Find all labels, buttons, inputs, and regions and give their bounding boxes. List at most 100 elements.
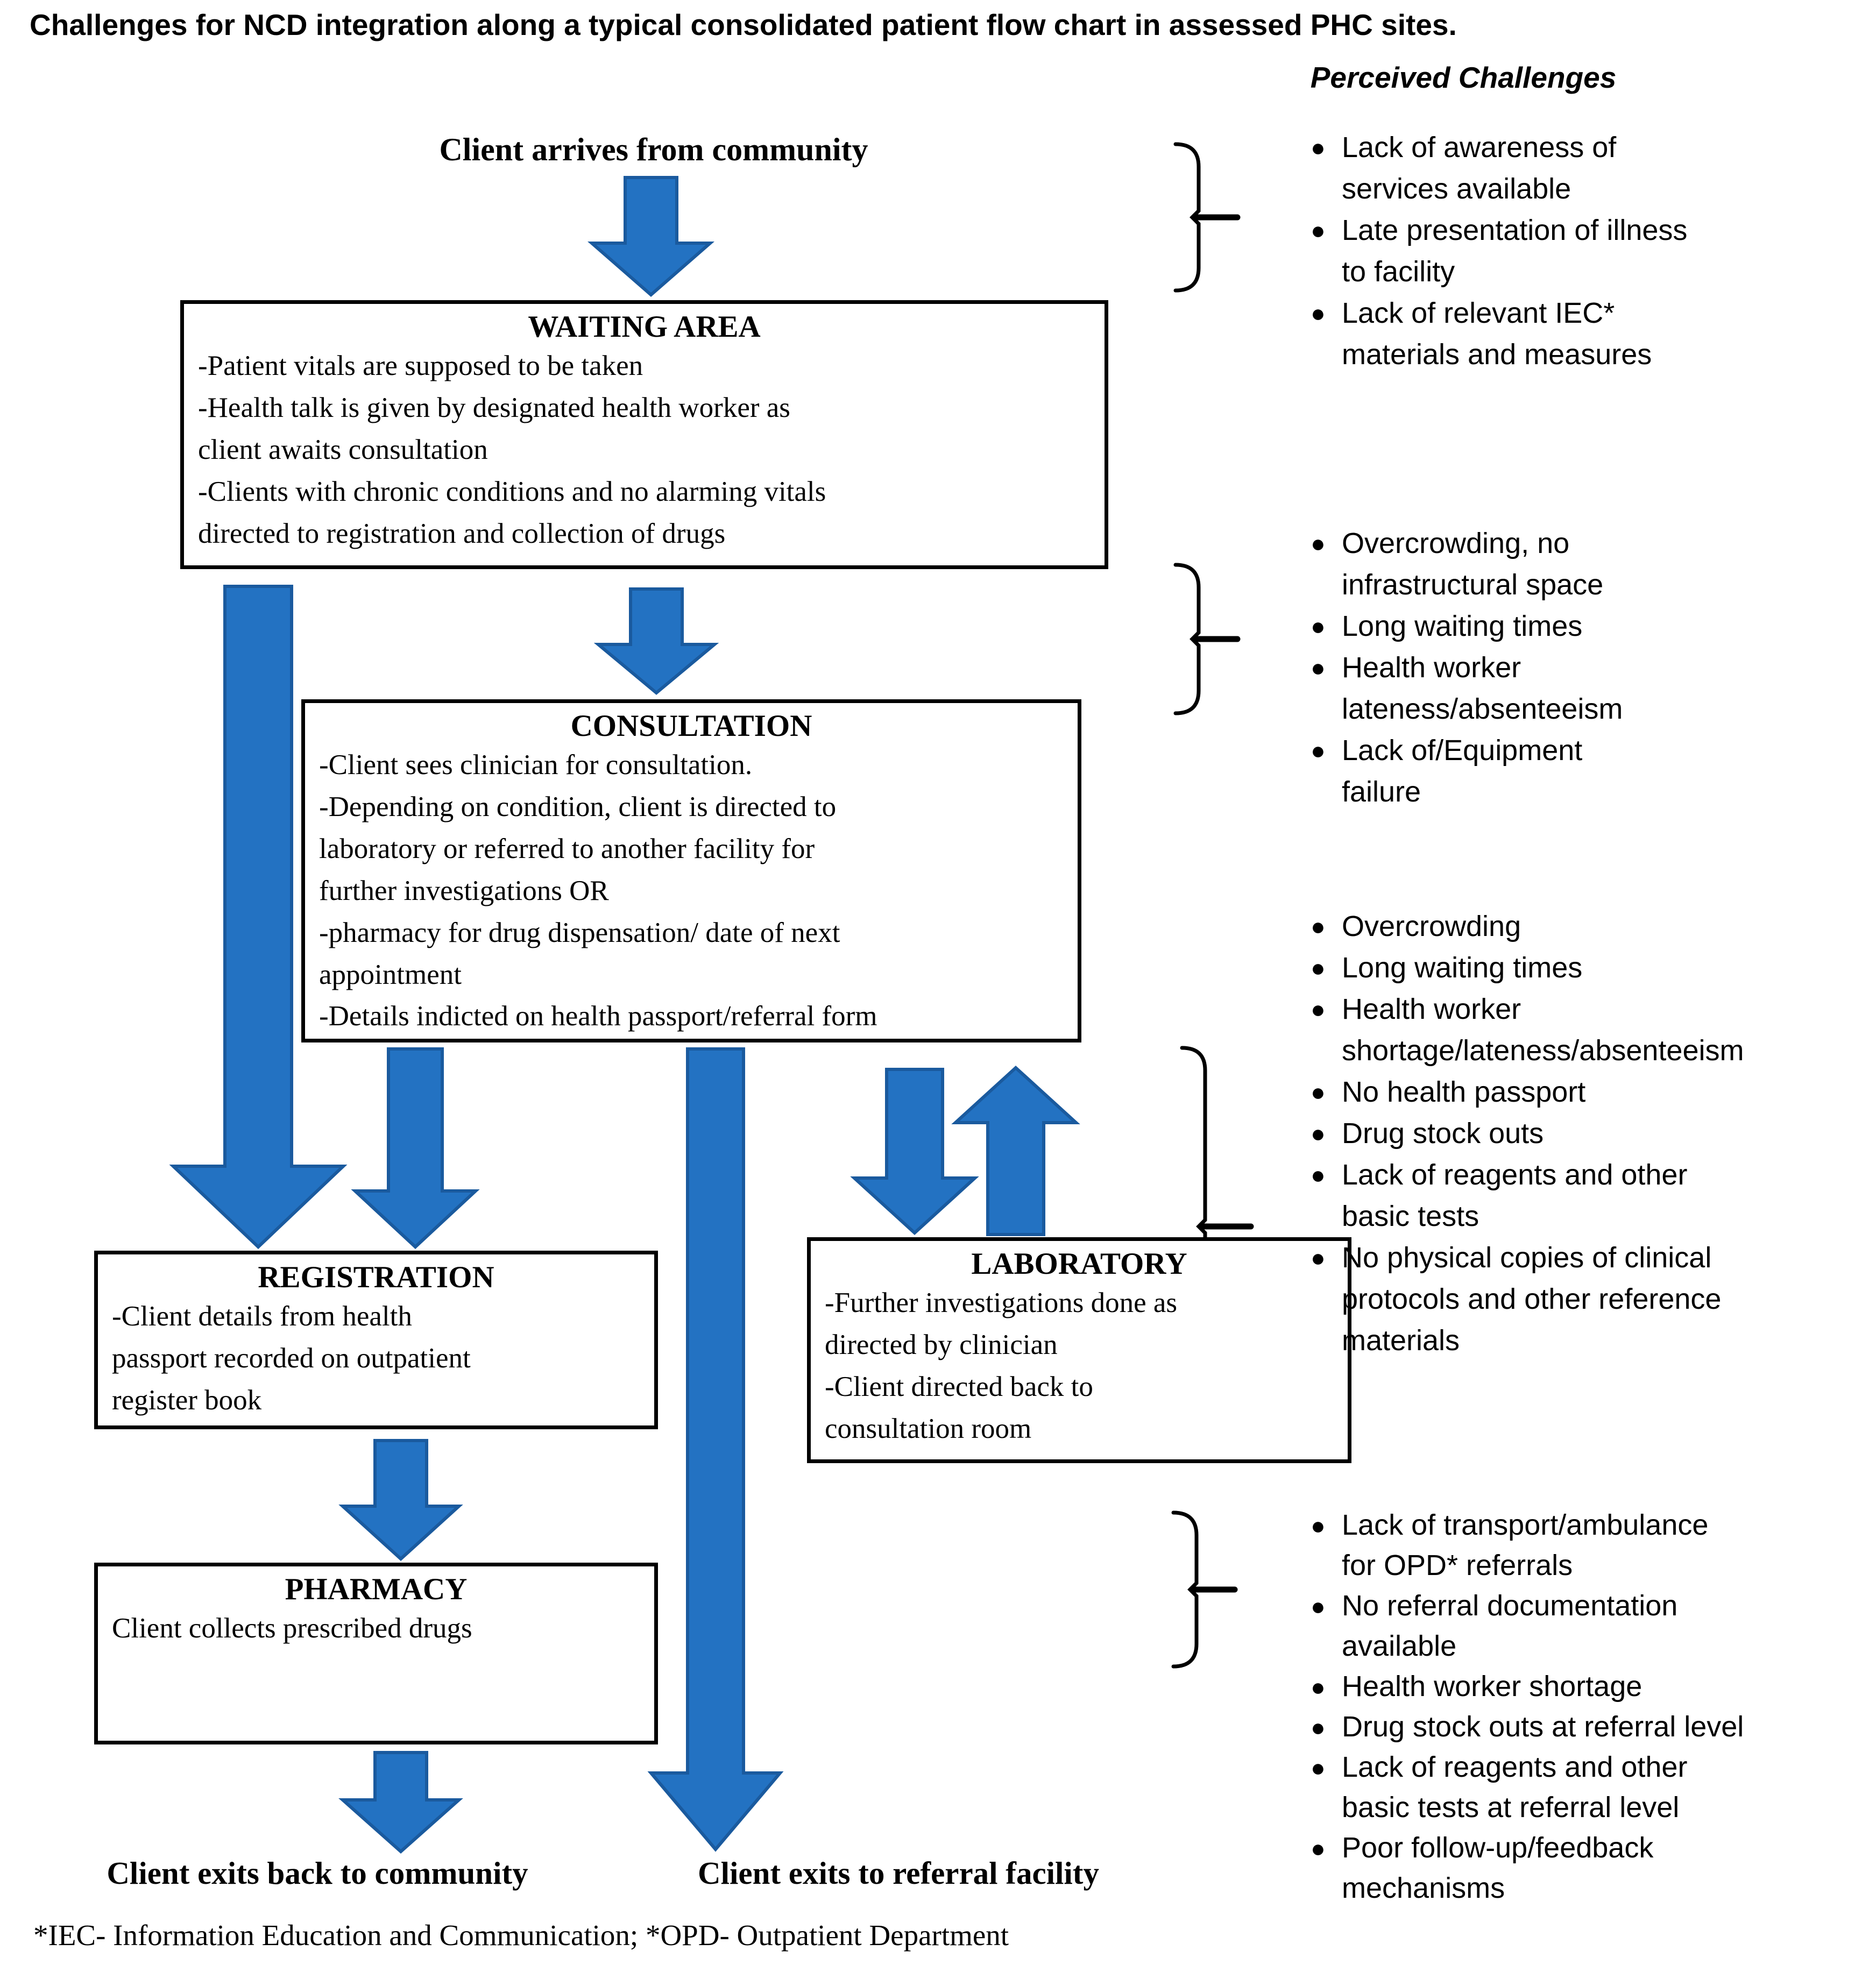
perceived-challenges-heading: Perceived Challenges [1310,61,1617,94]
box-body: -Client details from health passport reco… [98,1295,654,1422]
challenge-line: available [1342,1630,1457,1662]
box-title: REGISTRATION [258,1260,494,1294]
challenge-line: Lack of reagents and other [1342,1159,1688,1191]
box-text-line: -Patient vitals are supposed to be taken [198,350,643,381]
challenge-item: ● Drug stock outs [1307,1113,1861,1154]
challenge-line: basic tests [1342,1200,1479,1232]
exit-referral-label: Client exits to referral facility [698,1855,1099,1891]
arrow-waiting-to-registration [169,585,348,1250]
challenge-line: Overcrowding, no [1342,527,1570,559]
challenge-line: materials and measures [1342,338,1652,371]
box-text-line: -Health talk is given by designated heal… [198,392,790,423]
challenge-line: Poor follow-up/feedback [1342,1832,1654,1864]
box-text-line: further investigations OR [319,875,609,906]
box-text-line: passport recorded on outpatient [112,1342,471,1374]
consultation-box: CONSULTATION -Client sees clinician for … [301,699,1081,1042]
challenge-item: ● Lack of transport/ambulance for OPD* ref… [1307,1505,1861,1586]
arrow-waiting-to-consultation [593,587,719,695]
challenge-line: basic tests at referral level [1342,1791,1680,1824]
challenge-line: mechanisms [1342,1872,1505,1904]
bullet-icon: ● [1311,133,1326,161]
bullet-icon: ● [1311,1161,1326,1189]
challenge-line: lateness/absenteeism [1342,693,1623,725]
challenge-line: protocols and other reference [1342,1283,1722,1315]
exit-community-label: Client exits back to community [107,1855,528,1891]
challenge-item: ● Lack of awareness of services available [1307,127,1861,210]
box-text-line: register book [112,1384,262,1416]
bullet-icon: ● [1311,612,1326,640]
box-body: -Patient vitals are supposed to be taken… [184,344,1105,555]
box-body: -Client sees clinician for consultation.… [305,743,1078,1038]
challenge-line: Lack of/Equipment [1342,734,1583,767]
box-text-line: -Client sees clinician for consultation. [319,749,753,781]
challenge-line: Lack of reagents and other [1342,1751,1688,1783]
challenge-line: services available [1342,173,1571,205]
arrow-consultation-to-laboratory [850,1068,979,1236]
challenge-line: Lack of transport/ambulance [1342,1509,1709,1541]
challenge-line: Late presentation of illness [1342,214,1688,246]
challenge-line: to facility [1342,256,1455,288]
challenge-item: ● Health worker shortage/lateness/absentee… [1307,989,1861,1072]
challenge-line: Drug stock outs at referral level [1342,1711,1744,1743]
challenge-item: ●Lack of relevant IEC*materials and meas… [1307,293,1861,375]
waiting-area-box: WAITING AREA -Patient vitals are suppose… [180,300,1108,569]
challenge-item: ●No health passport [1307,1072,1861,1113]
box-text-line: -Client details from health [112,1301,412,1332]
challenge-item: ●Long waiting times [1307,606,1861,647]
flow-entry-label: Client arrives from community [439,132,868,167]
bullet-icon: ● [1311,654,1326,682]
challenge-line: Drug stock outs [1342,1117,1544,1150]
challenge-item: ● Health worker lateness/absenteeism [1307,647,1861,730]
bullet-icon: ● [1311,912,1326,940]
bullet-icon: ● [1311,1673,1326,1701]
box-text-line: client awaits consultation [198,434,488,465]
bullet-icon: ● [1311,954,1326,982]
challenge-item: ●Health worker shortage [1307,1666,1861,1707]
box-text-line: -Depending on condition, client is direc… [319,791,837,822]
bullet-icon: ● [1311,736,1326,764]
box-text-line: -pharmacy for drug dispensation/ date of… [319,917,840,948]
laboratory-box: LABORATORY -Further investigations done … [807,1237,1351,1463]
bracket-arrival-challenges [1173,142,1201,293]
challenge-line: Health worker [1342,651,1521,684]
challenge-line: materials [1342,1324,1460,1357]
bullet-icon: ● [1311,1512,1326,1540]
challenge-line: Lack of relevant IEC* [1342,297,1615,329]
bullet-icon: ● [1311,1119,1326,1147]
challenge-line: infrastructural space [1342,569,1604,601]
arrow-pharmacy-to-community-exit [338,1751,463,1854]
registration-box: REGISTRATION -Client details from health… [94,1251,658,1429]
challenge-line: failure [1342,776,1421,808]
box-text-line: -Clients with chronic conditions and no … [198,476,826,507]
challenge-item: ●Long waiting times [1307,947,1861,989]
challenge-item: ● Overcrowding, no infrastructural space [1307,523,1861,606]
box-text-line: directed by clinician [825,1329,1058,1360]
bullet-icon: ● [1311,1834,1326,1862]
box-title: PHARMACY [285,1572,468,1606]
bullet-icon: ● [1311,1592,1326,1620]
challenge-line: for OPD* referrals [1342,1549,1573,1581]
box-text-line: laboratory or referred to another facili… [319,833,815,864]
challenge-line: No physical copies of clinical [1342,1242,1712,1274]
challenge-line: Lack of awareness of [1342,131,1617,164]
footnote: *IEC- Information Education and Communic… [33,1919,1009,1952]
bullet-icon: ● [1311,529,1326,557]
challenge-line: Health worker [1342,993,1521,1025]
bullet-icon: ● [1311,216,1326,244]
challenge-item: ● Poor follow-up/feedback mechanisms [1307,1828,1861,1909]
bracket-referral-challenges [1171,1510,1199,1669]
challenge-line: shortage/lateness/absenteeism [1342,1034,1744,1067]
arrow-consultation-to-registration [351,1047,480,1250]
bullet-icon: ● [1311,995,1326,1023]
challenge-line: No health passport [1342,1076,1586,1108]
arrow-registration-to-pharmacy [338,1439,463,1562]
box-text-line: directed to registration and collection … [198,517,726,549]
challenge-item: ● Drug stock outs at referral level [1307,1707,1861,1747]
challenge-item: ● Late presentation of illness to facility [1307,210,1861,293]
box-title: LABORATORY [971,1247,1187,1281]
bullet-icon: ● [1311,1713,1326,1741]
